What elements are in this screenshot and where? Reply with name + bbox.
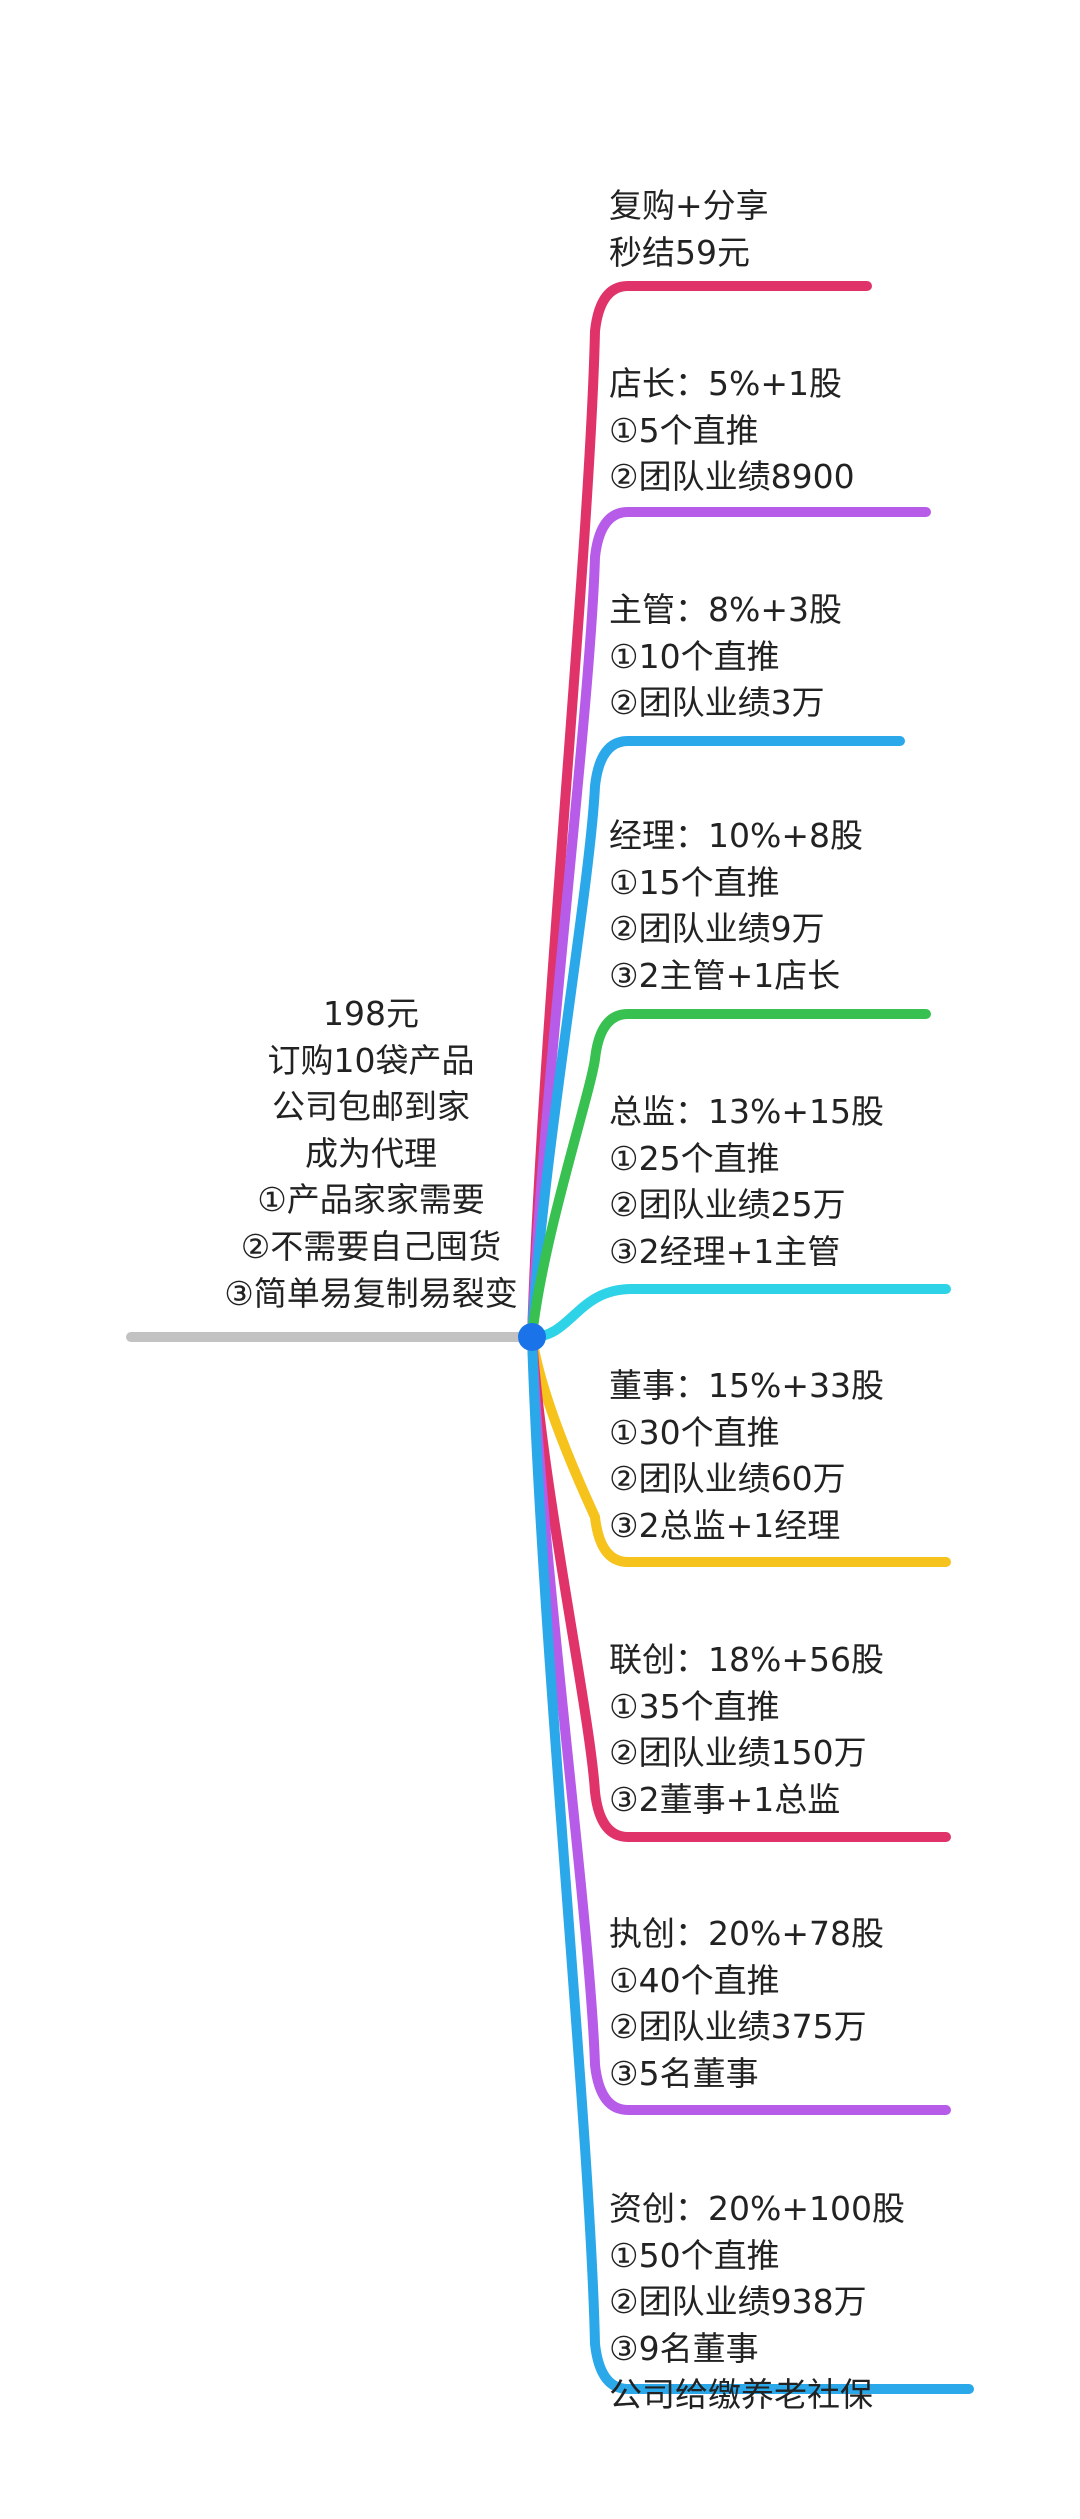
branch-topic[interactable]: 店长：5%+1股 ①5个直推 ②团队业绩8900: [609, 361, 855, 501]
branch-title: 董事：15%+33股: [609, 1366, 884, 1405]
branch-line: ①15个直推: [609, 862, 780, 902]
branch-topic[interactable]: 经理：10%+8股 ①15个直推 ②团队业绩9万 ③2主管+1店长: [609, 813, 863, 999]
root-line: 订购10袋产品: [267, 1040, 475, 1080]
branch-connector: [527, 1009, 931, 1342]
branch-title: 总监：13%+15股: [609, 1092, 884, 1131]
branch-topic[interactable]: 主管：8%+3股 ①10个直推 ②团队业绩3万: [609, 587, 842, 727]
branch-line: ③2董事+1总监: [609, 1779, 841, 1819]
branch-topic[interactable]: 复购+分享秒结59元: [609, 183, 769, 276]
root-line: 198元: [323, 994, 419, 1033]
branch-connector: [527, 507, 931, 1342]
branch-topic[interactable]: 联创：18%+56股 ①35个直推 ②团队业绩150万 ③2董事+1总监: [609, 1637, 884, 1823]
branch-topic[interactable]: 董事：15%+33股 ①30个直推 ②团队业绩60万 ③2总监+1经理: [609, 1363, 884, 1549]
branch-line: 公司给缴养老社保: [609, 2375, 873, 2414]
branch-title: 资创：20%+100股: [609, 2189, 905, 2228]
branch-line: ③2总监+1经理: [609, 1505, 841, 1545]
branch-line: ②团队业绩3万: [609, 683, 825, 722]
branch-line: ②团队业绩150万: [609, 1733, 867, 1772]
branch-line: ①35个直推: [609, 1686, 780, 1726]
branch-title: 执创：20%+78股: [609, 1914, 884, 1953]
branch-line: ②团队业绩8900: [609, 457, 855, 496]
branch-connector: [527, 1284, 951, 1342]
branch-title: 经理：10%+8股: [609, 816, 863, 855]
branch-line: ②团队业绩60万: [609, 1459, 846, 1498]
branch-line: ①50个直推: [609, 2235, 780, 2275]
branch-connector: [527, 736, 905, 1342]
branch-line: 秒结59元: [609, 232, 750, 272]
branch-line: ②团队业绩375万: [609, 2007, 867, 2046]
root-line: 成为代理: [305, 1133, 437, 1173]
branch-line: ①5个直推: [609, 410, 759, 450]
branch-line: ③5名董事: [609, 2053, 759, 2093]
branch-topic[interactable]: 执创：20%+78股 ①40个直推 ②团队业绩375万 ③5名董事: [609, 1911, 884, 2097]
root-line: ①产品家家需要: [257, 1180, 485, 1220]
branch-connector: [527, 1332, 974, 2394]
root-line: ③简单易复制易裂变: [224, 1273, 518, 1313]
branch-line: ①40个直推: [609, 1960, 780, 2000]
root-line: ②不需要自己囤货: [240, 1226, 502, 1266]
branch-line: ③2主管+1店长: [609, 955, 841, 995]
root-topic[interactable]: 198元订购10袋产品公司包邮到家成为代理 ①产品家家需要 ②不需要自己囤货 ③简单易…: [171, 991, 571, 1317]
center-node[interactable]: [518, 1323, 546, 1351]
branch-title: 店长：5%+1股: [609, 364, 842, 403]
branch-line: ①10个直推: [609, 636, 780, 676]
branch-line: ②团队业绩938万: [609, 2282, 867, 2321]
branch-line: ③9名董事: [609, 2328, 759, 2368]
branch-line: ②团队业绩9万: [609, 909, 825, 948]
branch-topic[interactable]: 总监：13%+15股 ①25个直推 ②团队业绩25万 ③2经理+1主管: [609, 1089, 884, 1275]
branch-line: ③2经理+1主管: [609, 1231, 841, 1271]
branch-topic[interactable]: 资创：20%+100股 ①50个直推 ②团队业绩938万 ③9名董事公司给缴养老社保: [609, 2186, 905, 2419]
branch-line: ①25个直推: [609, 1138, 780, 1178]
branch-title: 联创：18%+56股: [609, 1640, 884, 1679]
branch-line: ①30个直推: [609, 1412, 780, 1452]
root-line: 公司包邮到家: [272, 1087, 470, 1127]
branch-connector: [527, 1332, 951, 1567]
branch-title: 主管：8%+3股: [609, 590, 842, 629]
branch-line: ②团队业绩25万: [609, 1185, 846, 1224]
branch-title: 复购+分享: [609, 186, 769, 225]
